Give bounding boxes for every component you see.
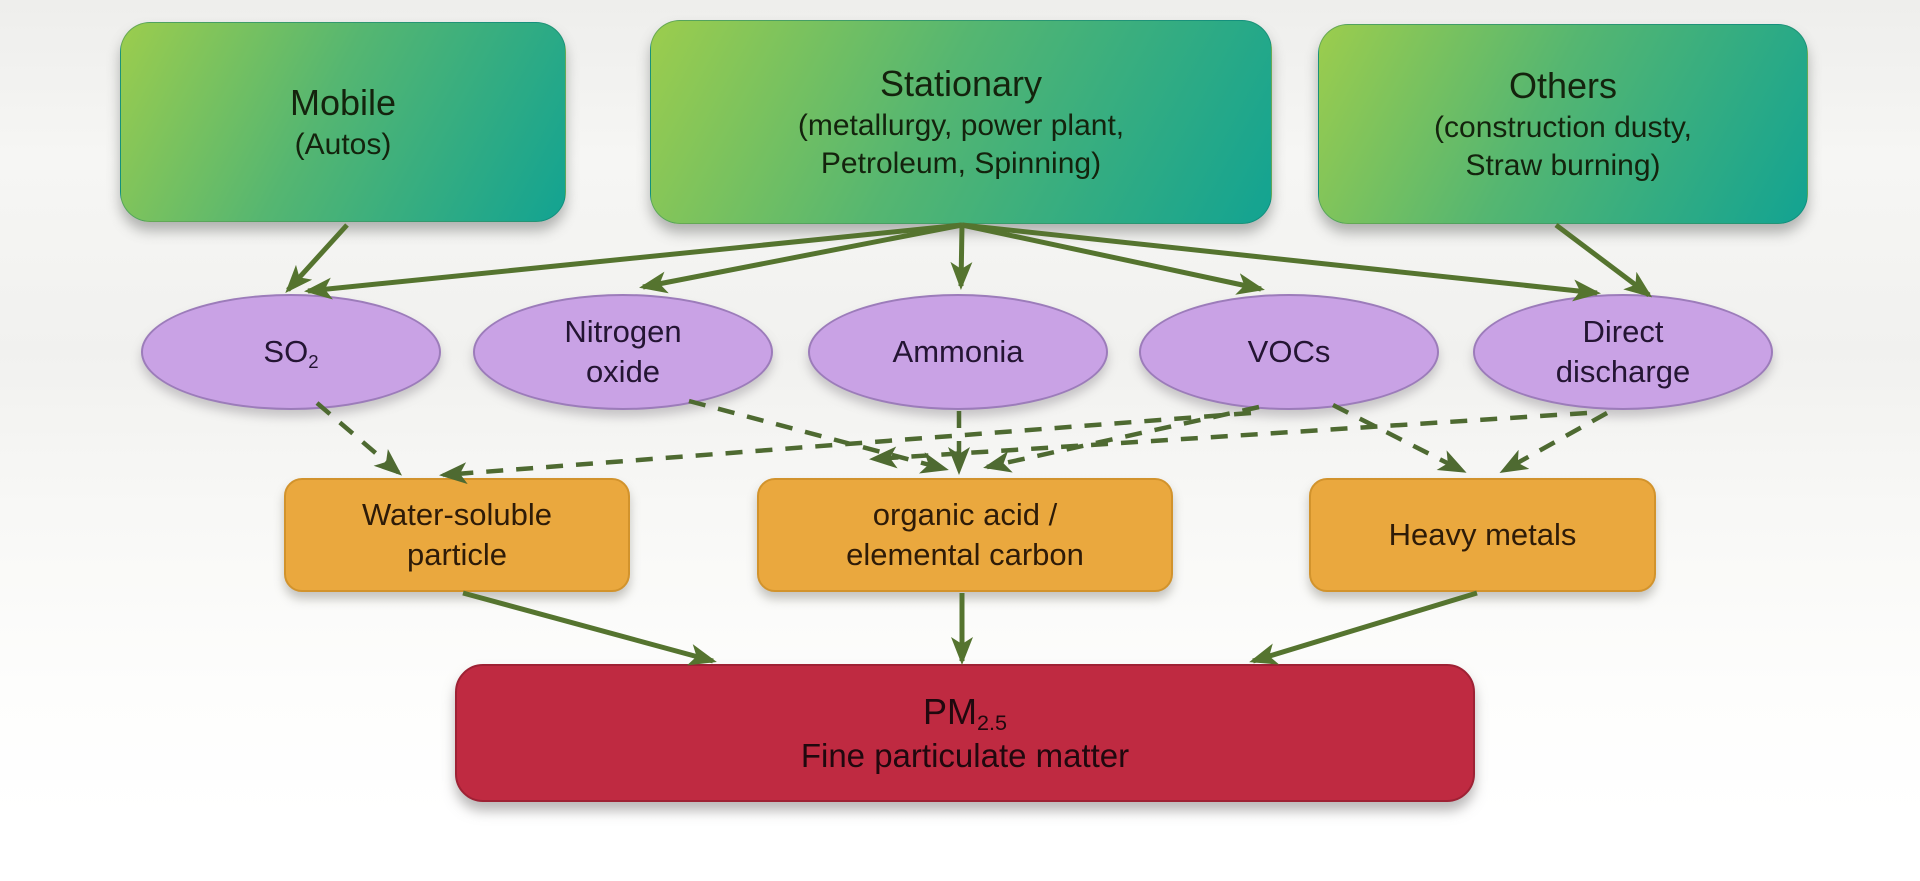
node-stationary-label-line: Petroleum, Spinning): [820, 147, 1102, 181]
node-dd-label-line: discharge: [1555, 354, 1691, 389]
node-dd: Direct discharge: [1473, 294, 1773, 410]
edge-others-dd: [1554, 223, 1653, 298]
edge-stationary-vocs: [961, 222, 1265, 295]
edge-vocs-hm: [1331, 402, 1467, 474]
node-oa: organic acid / elemental carbon: [757, 478, 1173, 592]
node-nox-label-line: Nitrogen: [564, 314, 682, 350]
edge-mobile-so2: [285, 223, 349, 293]
node-stationary: Stationary (metallurgy, power plant, Petro…: [650, 20, 1272, 224]
edge-dd-hm: [1499, 411, 1609, 473]
node-nox-label-line: oxide: [585, 354, 661, 389]
node-ws: Water-soluble particle: [284, 478, 630, 592]
node-others-label-line: (construction dusty,: [1434, 110, 1692, 144]
node-mobile-label-line: Mobile: [289, 81, 397, 123]
node-mobile-label-line: (Autos): [294, 127, 392, 161]
node-dd-label-line: Direct: [1582, 314, 1664, 350]
node-pm-label-line: Fine particulate matter: [800, 736, 1130, 774]
node-nox: Nitrogen oxide: [473, 294, 773, 410]
node-others-label-line: Straw burning): [1465, 149, 1661, 183]
node-hm: Heavy metals: [1309, 478, 1656, 592]
edge-nox-oa: [688, 398, 949, 474]
edge-hm-pm: [1249, 590, 1478, 665]
node-so2: SO2: [141, 294, 441, 410]
edge-ws-pm: [462, 590, 717, 666]
node-vocs: VOCs: [1139, 294, 1439, 410]
node-hm-label-line: Heavy metals: [1388, 517, 1577, 553]
node-vocs-label-line: VOCs: [1247, 334, 1331, 370]
edge-dd-oa: [869, 410, 1588, 469]
node-so2-label-line: SO2: [263, 334, 319, 372]
node-stationary-label-line: (metallurgy, power plant,: [797, 108, 1125, 142]
node-others: Others (construction dusty, Straw burning): [1318, 24, 1808, 224]
node-oa-label-line: organic acid /: [872, 497, 1058, 533]
edge-stationary-nh3: [950, 224, 973, 290]
node-nh3: Ammonia: [808, 294, 1108, 410]
node-stationary-label-line: Stationary: [879, 62, 1043, 104]
node-ws-label-line: particle: [407, 537, 507, 572]
node-ws-label-line: Water-soluble: [361, 497, 553, 533]
edge-stationary-nox: [639, 222, 963, 294]
node-oa-label-line: elemental carbon: [846, 537, 1084, 572]
node-others-label-line: Others: [1508, 64, 1618, 106]
node-nh3-label-line: Ammonia: [892, 334, 1024, 370]
edge-so2-ws: [315, 401, 403, 476]
node-mobile: Mobile (Autos): [120, 22, 566, 222]
edge-stationary-dd: [961, 222, 1601, 302]
edge-vocs-ws: [439, 410, 1252, 485]
edge-vocs-oa: [983, 404, 1260, 473]
edge-stationary-so2: [304, 222, 963, 300]
node-pm-label-line: PM2.5: [922, 690, 1008, 736]
